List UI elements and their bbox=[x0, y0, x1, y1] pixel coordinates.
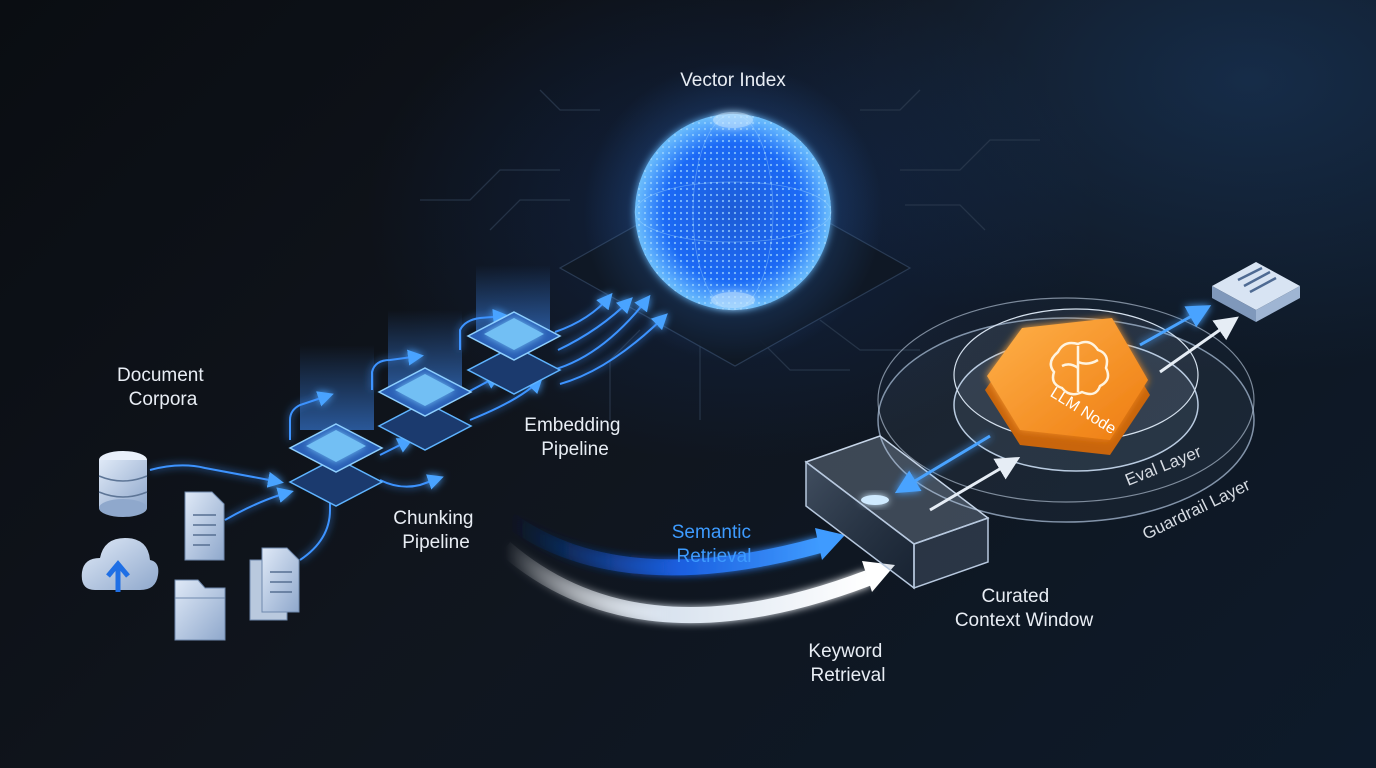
pipeline-connectors bbox=[149, 292, 668, 561]
keyword-retrieval-label: Keyword Retrieval bbox=[808, 641, 887, 686]
curated-context-window-label: Curated Context Window bbox=[955, 586, 1094, 631]
document-corpora-label: Document Corpora bbox=[117, 365, 209, 410]
database-icon bbox=[98, 451, 148, 517]
chunking-pipeline-label: Chunking Pipeline bbox=[393, 508, 479, 553]
chunk-stack-3[interactable] bbox=[466, 311, 562, 395]
semantic-retrieval-arrow bbox=[505, 513, 845, 576]
embedding-pipeline-label: Embedding Pipeline bbox=[524, 415, 625, 460]
output-document-icon[interactable] bbox=[1212, 262, 1300, 322]
brain-icon bbox=[1049, 340, 1110, 396]
cloud-upload-icon bbox=[81, 538, 159, 592]
document-icon bbox=[184, 491, 225, 561]
keyword-retrieval-arrow bbox=[499, 541, 895, 624]
vector-index-label: Vector Index bbox=[680, 70, 786, 91]
folder-icon bbox=[174, 579, 226, 641]
llm-node[interactable]: LLM Node bbox=[985, 318, 1150, 455]
context-llm-connectors bbox=[894, 305, 1239, 512]
semantic-retrieval-label: Semantic Retrieval bbox=[672, 522, 756, 567]
document-stack-icon bbox=[249, 547, 300, 621]
chunk-stack-2[interactable] bbox=[377, 367, 473, 451]
chunk-stack-1[interactable] bbox=[288, 423, 384, 507]
vector-index-sphere[interactable] bbox=[583, 62, 883, 362]
